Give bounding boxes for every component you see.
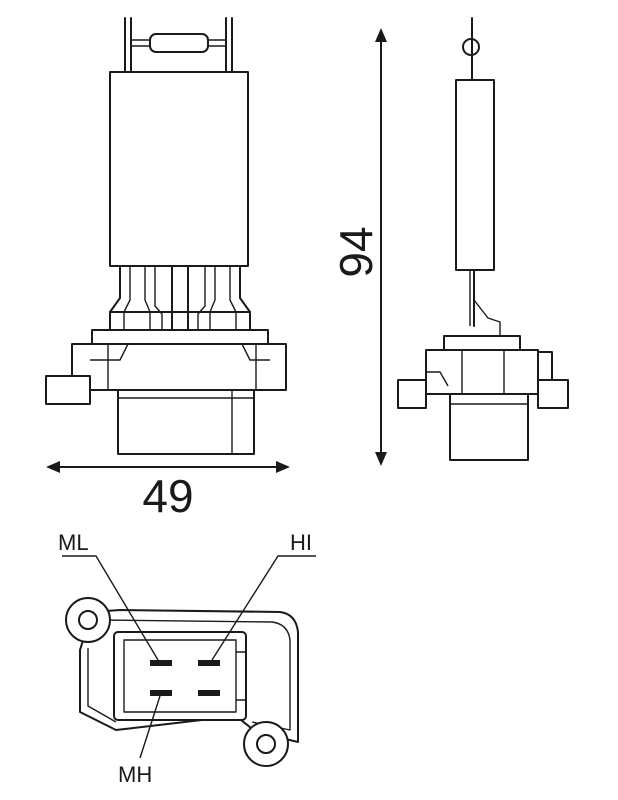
connector-flange-outline [79,609,299,743]
side-right-lug [537,379,569,409]
side-view [397,17,569,461]
connector-view: ML HI MH [58,530,316,787]
mounting-eye-bottom [243,721,289,767]
resistor-body [109,71,249,267]
side-right-tab [537,351,553,381]
side-plug [449,393,529,461]
mounting-eye-top [65,597,111,643]
pin-label-hi: HI [290,530,312,555]
pin-hi [198,660,220,666]
pin-fourth [198,690,220,696]
front-view [45,17,287,455]
wire-loop [462,38,480,56]
width-label: 49 [142,470,193,522]
connector-plug [117,389,255,455]
thermal-fuse [149,33,209,53]
side-body [455,79,495,271]
leader-hi [211,555,316,661]
height-label: 94 [330,226,382,277]
leader-ml [62,555,159,661]
left-lug [45,375,91,405]
pin-ml [150,660,172,666]
leader-mh [139,695,161,759]
side-flange [425,349,539,395]
pin-label-mh: MH [118,762,152,787]
connector-collar [91,329,269,345]
connector-socket [113,631,247,721]
pin-label-ml: ML [58,530,89,555]
height-dimension: 94 [330,28,387,466]
pin-mh [150,690,172,696]
width-dimension: 49 [46,461,290,522]
mounting-flange [71,343,287,391]
side-left-lug [397,379,427,409]
